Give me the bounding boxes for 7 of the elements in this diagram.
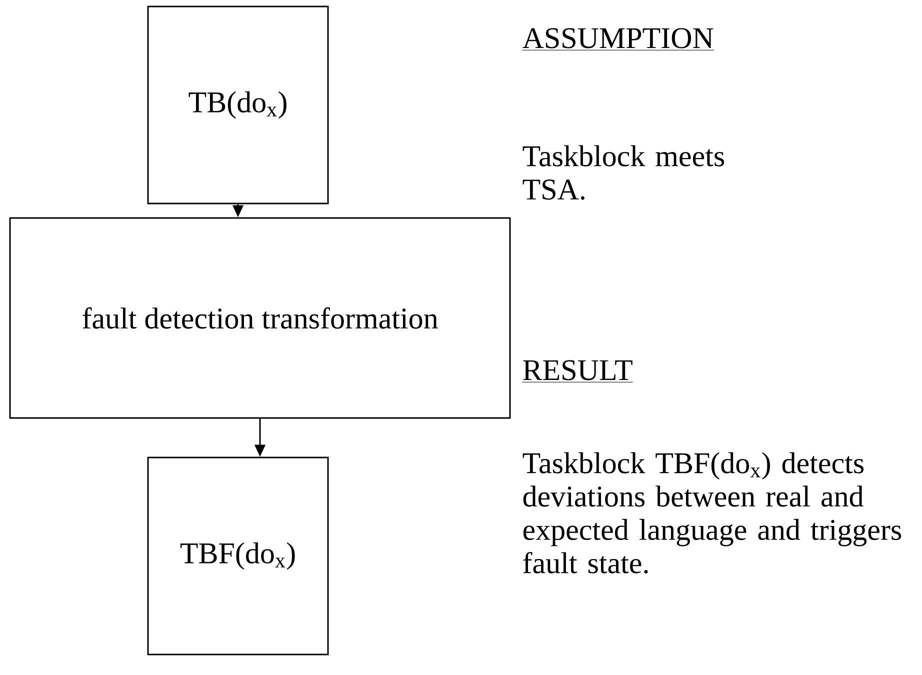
process-box: TBF(do$_{x}$) — [147, 456, 329, 656]
note-text: Taskblock meets TSA. — [522, 145, 724, 200]
heading: RESULT — [522, 360, 634, 382]
process-box: TB(do$_{x}$) — [147, 6, 329, 204]
note-text: Taskblock TBF(do$_{x}$) detects deviations between real and expected language and triggers fault state. — [522, 452, 902, 574]
heading: ASSUMPTION — [522, 28, 714, 50]
process-box: fault detection transformation — [9, 217, 511, 419]
